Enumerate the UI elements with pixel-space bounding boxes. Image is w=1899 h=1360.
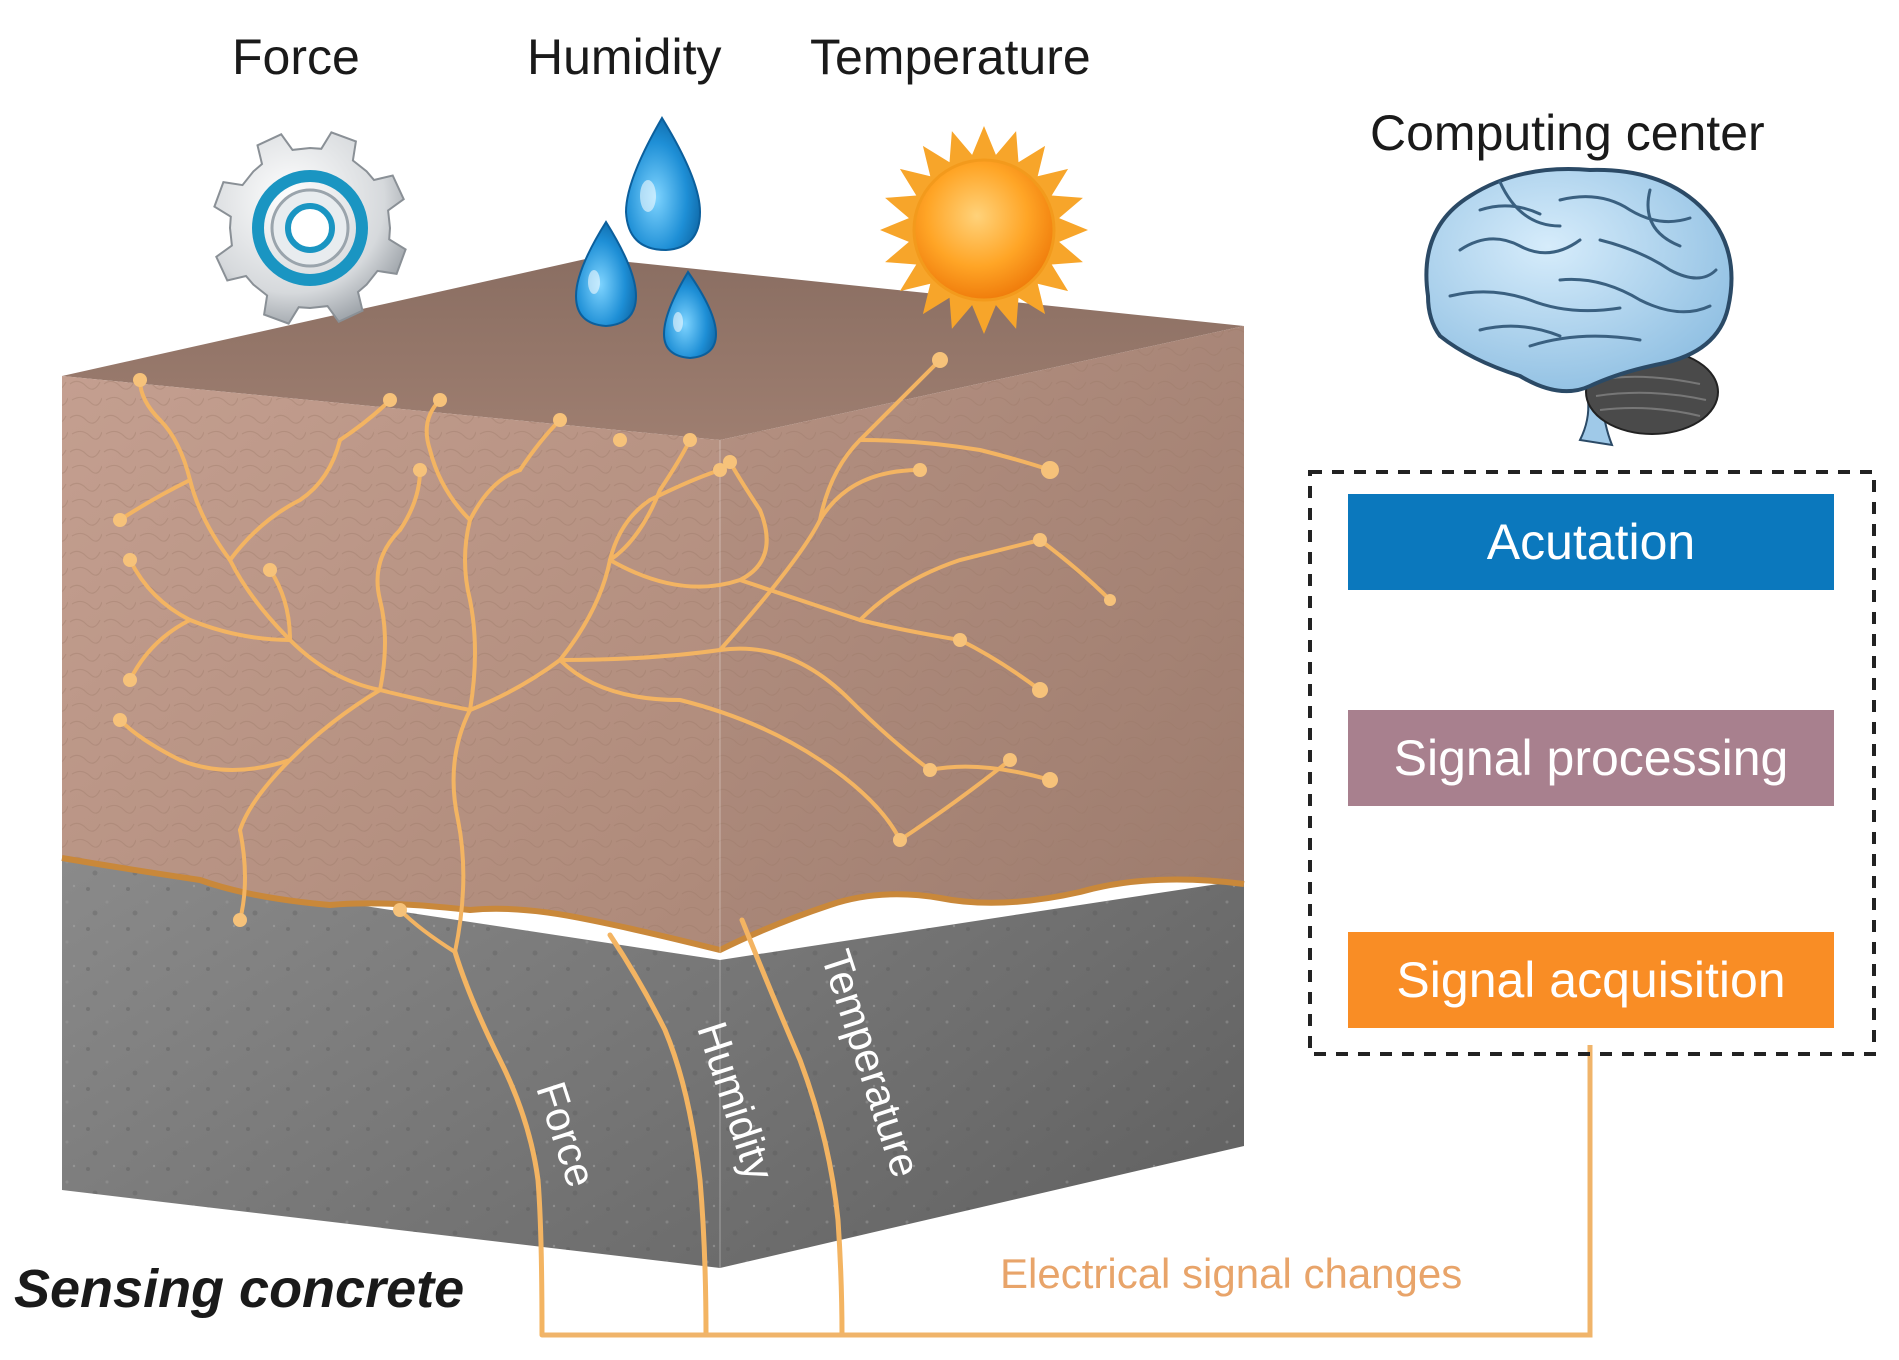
computing-center-title: Computing center [1370, 105, 1765, 161]
force-label: Force [232, 29, 360, 85]
humidity-lead-wire [607, 932, 709, 1338]
skin-top-face [62, 258, 1244, 440]
sensor-lead-wires [452, 917, 845, 1338]
sensing-concrete-block [61, 258, 1245, 1268]
actuation-box: Acutation [1348, 494, 1834, 590]
signal-bus-line [542, 1045, 1593, 1338]
signal-processing-label: Signal processing [1393, 730, 1789, 786]
actuation-label: Acutation [1486, 514, 1696, 570]
temperature-label: Temperature [810, 29, 1091, 85]
force-lead-wire [452, 949, 545, 1338]
brain-icon [1424, 167, 1734, 447]
sun-icon [880, 126, 1088, 334]
nerve-endings [113, 352, 1116, 927]
nerve-network [118, 358, 1112, 954]
sensing-concrete-title: Sensing concrete [14, 1259, 465, 1319]
water-drops-icon [574, 116, 718, 360]
signal-acquisition-label: Signal acquisition [1396, 952, 1786, 1008]
signal-acquisition-box: Signal acquisition [1348, 932, 1834, 1028]
skin-concrete-boundary [61, 855, 1245, 954]
signal-processing-box: Signal processing [1348, 710, 1834, 806]
gear-icon [213, 131, 407, 325]
humidity-label: Humidity [527, 29, 722, 85]
electrical-signal-label: Electrical signal changes [1000, 1250, 1463, 1297]
temperature-lead-wire [739, 917, 845, 1338]
